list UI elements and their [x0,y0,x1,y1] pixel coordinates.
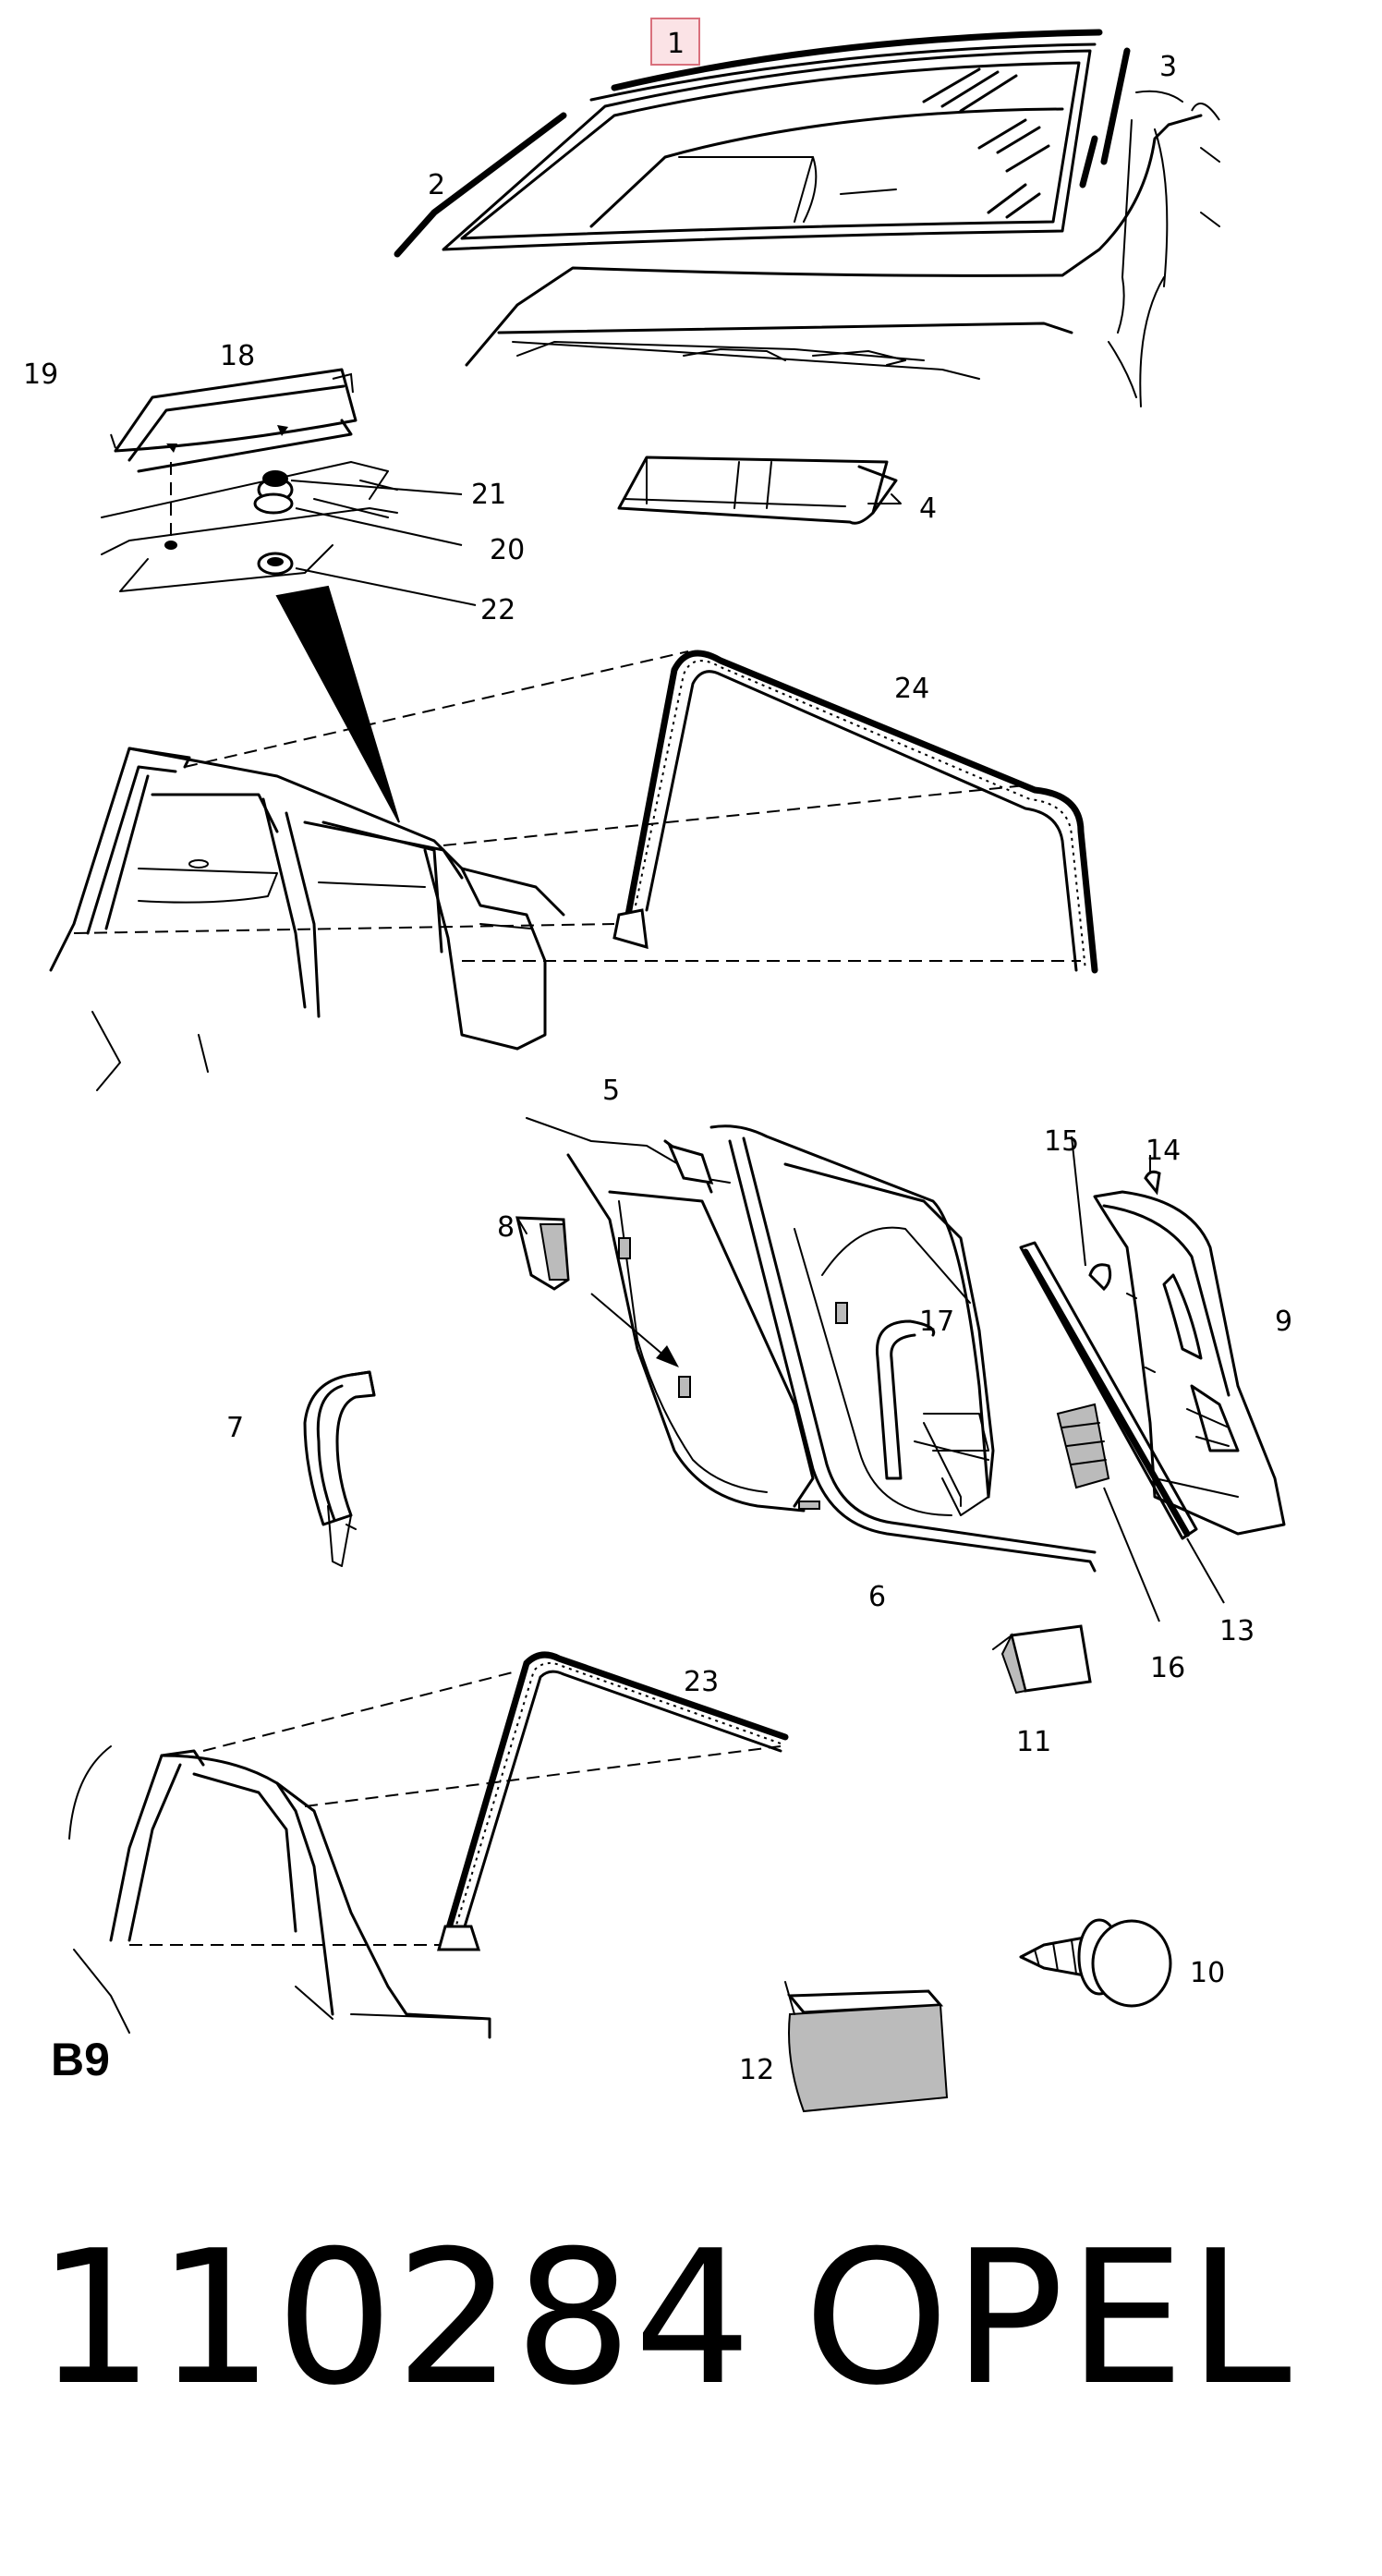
pillar-trim-assembly [1019,1136,1286,1622]
callout-21: 21 [471,479,506,511]
part-11-block [992,1624,1092,1695]
part-number: 110284 [37,2211,754,2426]
callout-13: 13 [1219,1615,1255,1647]
callout-11: 11 [1016,1726,1051,1758]
callout-15: 15 [1044,1125,1079,1158]
callout-22: 22 [480,594,515,626]
callout-3: 3 [1159,51,1177,83]
callout-23: 23 [684,1666,719,1698]
callout-17: 17 [919,1306,954,1338]
callout-2: 2 [428,169,445,201]
callout-8: 8 [497,1211,515,1244]
brake-light-assembly [101,368,477,823]
callout-labels: 1 2 3 4 5 6 7 8 9 10 11 12 13 14 15 16 1… [23,18,1292,2086]
part-4-pad [617,456,902,525]
section-code: B9 [51,2034,110,2085]
windshield-assembly [394,29,1220,407]
part-12-foam-block [784,1981,949,2113]
callout-10: 10 [1190,1957,1225,1989]
callout-24: 24 [894,673,929,705]
part-7-trim [303,1370,376,1567]
door-seal-24-view [49,650,1098,1091]
callout-14: 14 [1146,1135,1181,1167]
part-10-push-clip [1019,1918,1172,2008]
callout-5: 5 [602,1075,620,1107]
callout-19: 19 [23,358,58,391]
callout-7: 7 [226,1412,244,1444]
callout-18: 18 [220,340,255,372]
callout-9: 9 [1275,1306,1292,1338]
callout-12: 12 [739,2054,774,2086]
callout-6: 6 [868,1581,886,1613]
callout-4: 4 [919,492,937,525]
quarter-window-assembly [515,1117,1097,1573]
highlight-box-1 [650,18,700,66]
callout-20: 20 [490,534,525,566]
callout-1: 1 [667,28,685,60]
brand-name: OPEL [804,2211,1295,2426]
callout-16: 16 [1150,1652,1185,1684]
door-seal-23-view [68,1651,789,2039]
